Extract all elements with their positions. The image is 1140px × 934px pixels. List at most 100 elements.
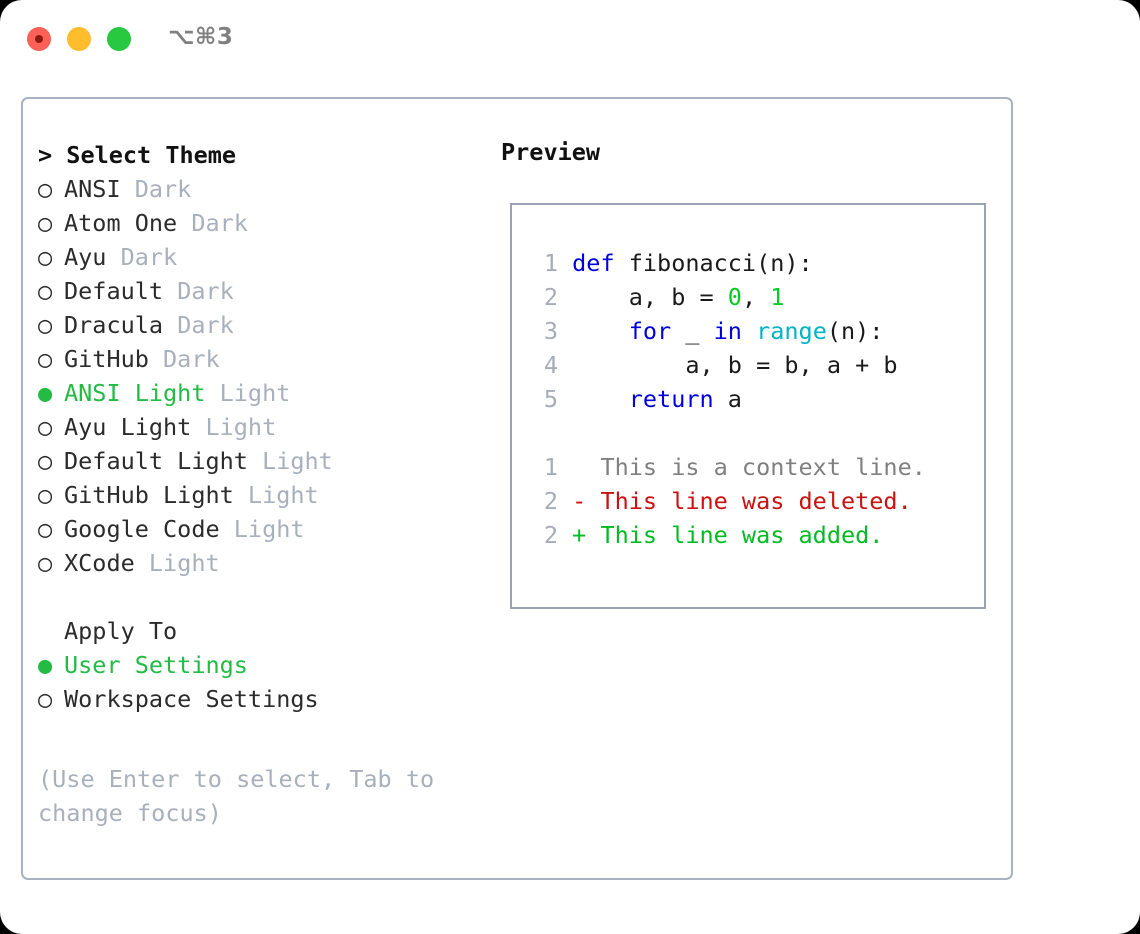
diff-marker: - <box>572 487 601 515</box>
theme-name: GitHub Light <box>64 481 234 509</box>
theme-list-item[interactable]: ○ Default Dark <box>38 274 478 308</box>
apply-to-label: User Settings <box>64 651 248 679</box>
radio-unselected-icon[interactable]: ○ <box>38 515 53 543</box>
theme-list-item[interactable]: ○ GitHub Light Light <box>38 478 478 512</box>
theme-variant-label: Light <box>191 413 277 441</box>
radio-unselected-icon[interactable]: ○ <box>38 447 53 475</box>
theme-list-item[interactable]: ○ Ayu Dark <box>38 240 478 274</box>
diff-marker: + <box>572 521 601 549</box>
theme-name: Atom One <box>64 209 178 237</box>
line-number: 2 <box>543 283 558 311</box>
theme-variant-label: Light <box>205 379 291 407</box>
code-token: (n): <box>826 317 884 345</box>
title-bar: ⌥⌘3 <box>0 0 1140 78</box>
radio-unselected-icon[interactable]: ○ <box>38 549 53 577</box>
code-token <box>742 317 756 345</box>
theme-variant-label: Dark <box>177 209 248 237</box>
apply-to-item[interactable]: ● User Settings <box>38 648 478 682</box>
diff-marker <box>572 453 600 481</box>
code-token <box>572 385 629 413</box>
apply-to-label: Workspace Settings <box>64 685 319 713</box>
theme-name: Default <box>64 277 164 305</box>
code-token: fibonacci(n): <box>628 249 813 277</box>
code-token: 1 <box>770 283 785 311</box>
code-line: 4 a, b = b, a + b <box>532 348 898 382</box>
apply-to-list: ● User Settings ○ Workspace Settings <box>38 648 478 716</box>
main-panel: > Select Theme ○ANSI Dark○Atom One Dark○… <box>21 97 1013 880</box>
theme-variant-label: Light <box>219 515 305 543</box>
line-number: 1 <box>543 453 558 481</box>
keyboard-shortcut-label: ⌥⌘3 <box>168 24 234 50</box>
apply-to-header: ○Apply To <box>38 614 478 648</box>
code-token: return <box>628 385 714 413</box>
code-token: range <box>756 317 827 345</box>
theme-list-item[interactable]: ○Dracula Dark <box>38 308 478 342</box>
code-token <box>572 317 629 345</box>
theme-list-item[interactable]: ○ Atom One Dark <box>38 206 478 240</box>
theme-picker-column: > Select Theme ○ANSI Dark○Atom One Dark○… <box>38 138 478 716</box>
maximize-button[interactable] <box>107 27 131 51</box>
theme-list-item[interactable]: ○Default Light Light <box>38 444 478 478</box>
theme-list-item[interactable]: ○ANSI Dark <box>38 172 478 206</box>
theme-list-item[interactable]: ○ XCode Light <box>38 546 478 580</box>
theme-variant-label: Light <box>233 481 319 509</box>
code-line: 5 return a <box>532 382 742 416</box>
code-token: a, b = <box>572 283 728 311</box>
theme-variant-label: Dark <box>148 345 220 373</box>
radio-selected-icon[interactable]: ● <box>38 651 53 679</box>
line-number: 1 <box>543 249 558 277</box>
theme-list-item[interactable]: ● ANSI Light Light <box>38 376 478 410</box>
line-number: 5 <box>543 385 558 413</box>
diff-line: 1 This is a context line. <box>532 450 926 484</box>
radio-unselected-icon[interactable]: ○ <box>38 277 53 305</box>
code-token: _ <box>671 317 714 345</box>
code-token: a, b = b, a + b <box>572 351 898 379</box>
diff-text: This line was added. <box>600 521 884 549</box>
minimize-button[interactable] <box>67 27 91 51</box>
radio-unselected-icon[interactable]: ○ <box>38 209 53 237</box>
radio-unselected-icon[interactable]: ○ <box>38 481 53 509</box>
theme-variant-label: Light <box>134 549 220 577</box>
theme-picker-header: > Select Theme <box>38 138 478 172</box>
radio-unselected-icon[interactable]: ○ <box>38 345 53 373</box>
theme-variant-label: Dark <box>163 311 234 339</box>
list-gap <box>38 580 478 614</box>
preview-title: Preview <box>501 138 601 166</box>
code-token: 0 <box>727 283 742 311</box>
line-number: 2 <box>543 521 558 549</box>
theme-list-item[interactable]: ○ GitHub Dark <box>38 342 478 376</box>
radio-unselected-icon[interactable]: ○ <box>38 413 53 441</box>
line-number: 3 <box>543 317 558 345</box>
radio-unselected-icon[interactable]: ○ <box>38 685 53 713</box>
diff-line: 2 - This line was deleted. <box>532 484 912 518</box>
radio-unselected-icon[interactable]: ○ <box>38 175 53 203</box>
theme-list-item[interactable]: ○Google Code Light <box>38 512 478 546</box>
theme-name: GitHub <box>64 345 149 373</box>
theme-variant-label: Dark <box>106 243 178 271</box>
close-button[interactable] <box>27 27 51 51</box>
radio-selected-icon[interactable]: ● <box>38 379 53 407</box>
theme-list-item[interactable]: ○Ayu Light Light <box>38 410 478 444</box>
theme-name: Ayu <box>64 243 107 271</box>
diff-text: This line was deleted. <box>600 487 912 515</box>
apply-to-header-indent: ○ <box>38 614 64 648</box>
code-line: 3 for _ in range(n): <box>532 314 884 348</box>
radio-unselected-icon[interactable]: ○ <box>38 311 53 339</box>
keyboard-hint: (Use Enter to select, Tab to change focu… <box>38 765 435 827</box>
apply-to-header-label: Apply To <box>64 617 178 645</box>
apply-to-item[interactable]: ○ Workspace Settings <box>38 682 478 716</box>
code-token: , <box>741 283 771 311</box>
line-number: 2 <box>543 487 558 515</box>
diff-line: 2 + This line was added. <box>532 518 884 552</box>
theme-name: ANSI Light <box>64 379 206 407</box>
theme-variant-label: Dark <box>120 175 192 203</box>
line-number: 4 <box>543 351 558 379</box>
code-token: for <box>628 317 672 345</box>
code-token: in <box>713 317 742 345</box>
code-token: a <box>713 385 742 413</box>
radio-unselected-icon[interactable]: ○ <box>38 243 53 271</box>
theme-variant-label: Dark <box>163 277 234 305</box>
theme-name: XCode <box>64 549 135 577</box>
